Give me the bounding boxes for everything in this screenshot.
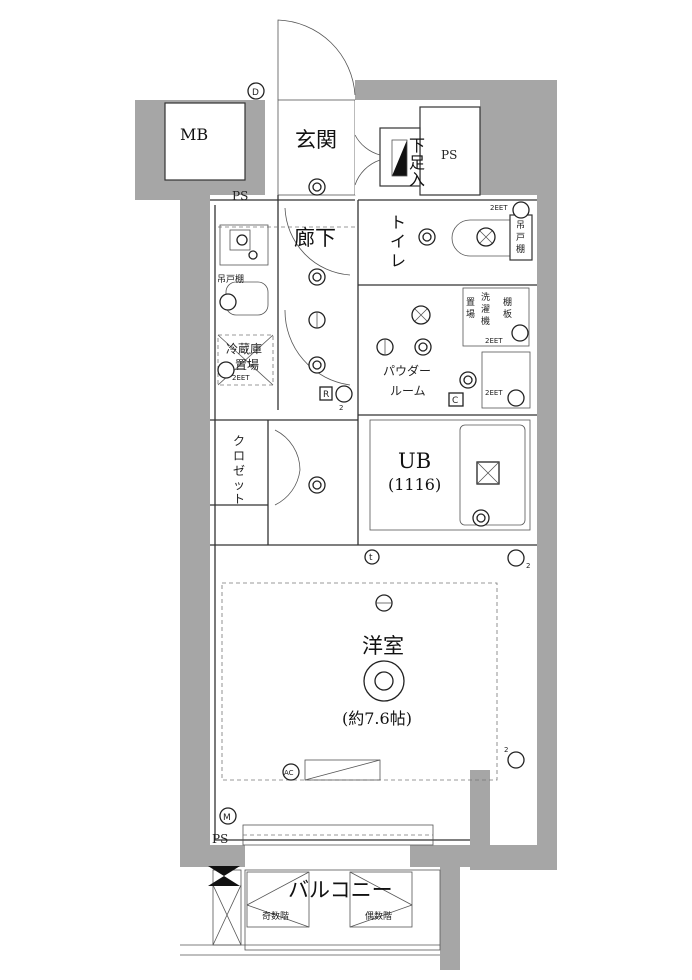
svg-text:下: 下 (409, 136, 425, 155)
outlet-2eet-label: 2EET (485, 337, 503, 345)
svg-text:戸: 戸 (516, 232, 525, 243)
svg-text:ルーム: ルーム (390, 384, 426, 398)
svg-text:置: 置 (466, 297, 475, 308)
mb-label: MB (180, 125, 208, 144)
outlet-icons (217, 201, 530, 769)
outlet-2eet-label: 2EET (232, 374, 250, 382)
kitchen-cabinet-label: 吊戸棚 (217, 273, 244, 285)
tv-outlet-t-icon: t (369, 553, 373, 563)
svg-text:棚: 棚 (503, 296, 512, 308)
ps-top-label: PS (441, 148, 457, 162)
svg-text:棚: 棚 (516, 243, 525, 255)
doorbell-d-icon: D (252, 88, 259, 98)
svg-text:ト: ト (390, 213, 406, 232)
western-room-label: 洋室 (362, 634, 404, 658)
svg-text:レ: レ (390, 251, 406, 270)
closet-label: ク ロ ゼ ッ ト (233, 434, 245, 506)
svg-text:ゼ: ゼ (233, 464, 245, 478)
outlet-2eet-label: 2EET (490, 204, 508, 212)
ub-size-label: (1116) (388, 475, 441, 494)
svg-text:ッ: ッ (233, 478, 245, 492)
ub-label: UB (398, 449, 431, 473)
outlet-2eet-label: 2EET (485, 389, 503, 397)
shoe-box-label: 下 足 入 (409, 136, 425, 189)
svg-text:場: 場 (466, 308, 475, 320)
svg-text:機: 機 (481, 315, 490, 327)
western-room-size: (約7.6帖) (342, 709, 412, 728)
svg-text:濯: 濯 (481, 304, 490, 315)
fridge-label: 冷蔵庫 置場 (226, 342, 262, 372)
corridor-label: 廊下 (294, 226, 336, 250)
even-floor-label: 偶数階 (365, 910, 392, 922)
aircon-ac-icon: AC (284, 769, 294, 777)
meter-m-icon: M (223, 813, 231, 823)
ps-bottom-label: PS (212, 832, 228, 846)
svg-text:ク: ク (233, 434, 245, 448)
washer-label: 置 場 洗 濯 機 棚 板 (466, 291, 512, 327)
svg-text:洗: 洗 (481, 291, 490, 303)
toilet-label: ト イ レ (390, 213, 406, 270)
mb-room (164, 102, 246, 181)
svg-text:置場: 置場 (235, 358, 259, 372)
controller-c-icon: C (452, 396, 458, 406)
svg-text:ロ: ロ (233, 449, 245, 463)
outlet-count-label: 2 (526, 562, 530, 570)
outlet-count-label: 2 (504, 746, 508, 754)
ps-left-label: PS (232, 189, 248, 203)
entrance-label: 玄関 (295, 128, 337, 152)
svg-text:ト: ト (233, 492, 245, 506)
remote-r-icon: R (323, 390, 329, 400)
odd-floor-label: 奇数階 (262, 910, 289, 922)
svg-text:パウダー: パウダー (383, 363, 431, 378)
ceiling-light-icons (308, 178, 496, 612)
svg-text:入: 入 (409, 170, 425, 189)
svg-text:板: 板 (503, 308, 512, 320)
toilet-cabinet-label: 吊 戸 棚 (516, 220, 525, 255)
outlet-count-label: 2 (339, 404, 343, 412)
svg-text:冷蔵庫: 冷蔵庫 (226, 342, 262, 356)
svg-text:吊: 吊 (516, 220, 525, 231)
powder-room-label: パウダー ルーム (383, 363, 431, 398)
svg-text:イ: イ (390, 232, 406, 251)
balcony-label: バルコニー (288, 878, 393, 902)
svg-text:足: 足 (409, 153, 425, 172)
